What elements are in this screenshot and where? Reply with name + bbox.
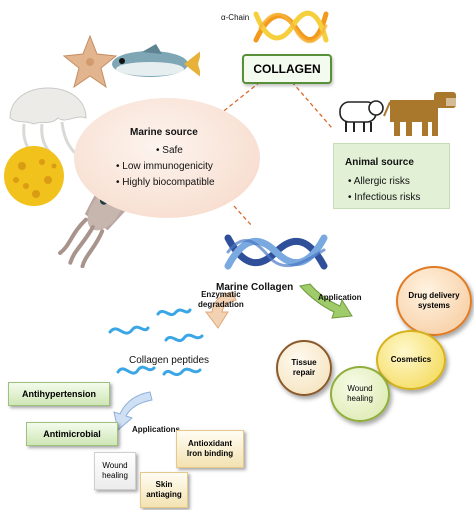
marine-collagen-helix-icon: [224, 234, 328, 270]
application-label: Application: [318, 293, 362, 302]
connector-collagen-to-animal: [291, 81, 333, 129]
collagen-peptides-label: Collagen peptides: [129, 355, 210, 366]
animal-source-panel: [333, 143, 450, 209]
animal-item-allergic: • Allergic risks: [348, 176, 410, 187]
animal-item-infectious: • Infectious risks: [348, 192, 421, 203]
cosmetics-circle: Cosmetics: [376, 330, 446, 390]
antihypertension-box: Antihypertension: [8, 382, 110, 406]
sponge-icon: [4, 146, 64, 206]
collagen-title-box: COLLAGEN: [242, 54, 332, 84]
pig-icon: [339, 100, 384, 132]
animal-source-list: • Allergic risks • Infectious risks: [348, 174, 420, 206]
marine-collagen-label: Marine Collagen: [216, 282, 294, 293]
marine-source-title: Marine source: [130, 127, 198, 138]
starfish-icon: [62, 34, 118, 89]
fish-icon: [112, 44, 200, 77]
collagen-helix-icon: [253, 10, 329, 44]
marine-source-panel: [74, 98, 260, 218]
applications-label: Applications: [132, 425, 181, 434]
connector-marine-to-helix: [233, 205, 253, 227]
marine-item-low-immunogenicity: • Low immunogenicity: [116, 161, 213, 172]
applications-arrow: [113, 391, 153, 431]
cow-icon: [383, 92, 456, 136]
connector-collagen-to-marine: [209, 81, 261, 123]
marine-item-biocompatible: • Highly biocompatible: [116, 177, 215, 188]
application-arrow: [299, 283, 353, 319]
enzymatic-degradation-label: Enzymatic degradation: [198, 290, 244, 309]
collagen-title: COLLAGEN: [253, 62, 321, 76]
collagen-peptides-illustration: [108, 308, 204, 377]
enzymatic-arrow: [205, 291, 237, 329]
alpha-chain-label: α-Chain: [221, 13, 250, 22]
antimicrobial-box: Antimicrobial: [26, 422, 118, 446]
farm-animals-illustration: [339, 92, 456, 136]
marine-item-safe: • Safe: [156, 145, 183, 156]
animal-source-title: Animal source: [345, 157, 414, 168]
marine-source-list: • Safe • Low immunogenicity • Highly bio…: [116, 143, 215, 191]
